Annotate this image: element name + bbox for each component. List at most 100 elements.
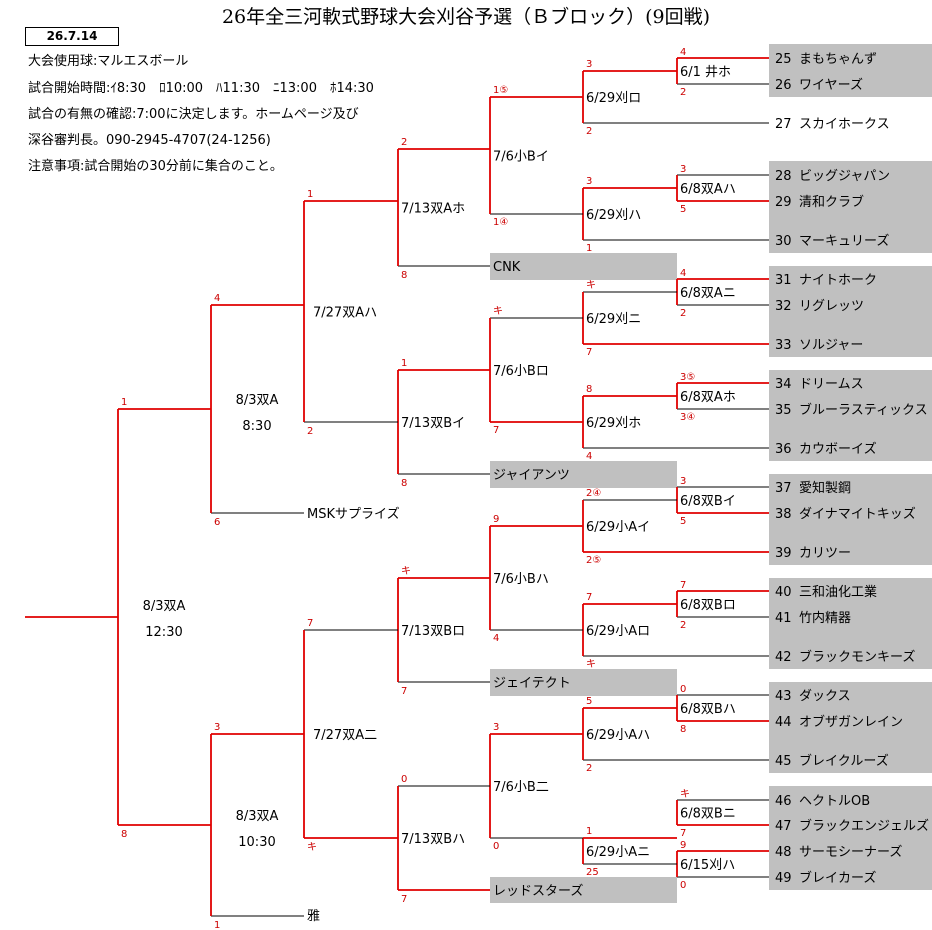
match-label: 7/27双A二 bbox=[313, 728, 377, 743]
team-name: サーモシーナーズ bbox=[799, 844, 902, 860]
score-label: 4 bbox=[680, 47, 686, 58]
score-label: 0 bbox=[680, 880, 686, 891]
score-label: キ bbox=[401, 566, 411, 577]
match-label: 7/6小Bイ bbox=[493, 150, 549, 165]
score-label: 3 bbox=[680, 476, 686, 487]
match-label: 7/27双Aハ bbox=[313, 306, 377, 321]
match-label: 6/29刈ハ bbox=[586, 208, 641, 223]
score-label: 1 bbox=[307, 189, 313, 200]
team-name: カリツー bbox=[799, 546, 851, 561]
team-box-group bbox=[769, 266, 932, 357]
score-label: 3 bbox=[680, 164, 686, 175]
score-label: 1 bbox=[401, 358, 407, 369]
score-label: 2 bbox=[307, 426, 313, 437]
match-label: 6/8双Bハ bbox=[680, 702, 736, 717]
match-label: 7/13双Aホ bbox=[401, 202, 465, 217]
seed-team-miyabi: 雅 bbox=[307, 909, 320, 924]
seed-box bbox=[490, 253, 677, 280]
score-label: 8 bbox=[680, 724, 686, 735]
team-number: 33 bbox=[775, 338, 792, 353]
score-label: 7 bbox=[401, 894, 407, 905]
score-label: 2 bbox=[680, 87, 686, 98]
score-label: 3 bbox=[493, 722, 499, 733]
score-label: 3⑤ bbox=[680, 372, 695, 383]
team-box-group bbox=[769, 682, 932, 773]
match-label: 7/6小Bハ bbox=[493, 572, 549, 587]
team-name: ダックス bbox=[799, 689, 851, 704]
match-label: 6/8双Aホ bbox=[680, 390, 736, 405]
team-number: 45 bbox=[775, 754, 792, 769]
score-label: 2 bbox=[401, 137, 407, 148]
match-label: 6/29刈ロ bbox=[586, 91, 641, 106]
team-box-group bbox=[769, 161, 932, 253]
team-number: 26 bbox=[775, 78, 792, 93]
team-name: まもちゃんず bbox=[799, 52, 877, 67]
score-label: 2 bbox=[680, 308, 686, 319]
team-name: スカイホークス bbox=[799, 117, 890, 132]
score-label: 6 bbox=[214, 517, 220, 528]
score-label: 4 bbox=[680, 268, 686, 279]
match-label: 6/29小Aハ bbox=[586, 728, 650, 743]
match-label: 7/13双Bハ bbox=[401, 832, 465, 847]
team-name: カウボーイズ bbox=[799, 441, 877, 457]
score-label: 0 bbox=[401, 774, 407, 785]
score-label: 3 bbox=[586, 176, 592, 187]
team-name: リグレッツ bbox=[799, 299, 864, 314]
team-box-group bbox=[769, 44, 932, 97]
score-label: 2⑤ bbox=[586, 555, 601, 566]
seed-team-jtect: ジェイテクト bbox=[493, 676, 571, 691]
team-name: ヘクトルOB bbox=[799, 794, 870, 809]
team-number: 44 bbox=[775, 715, 792, 730]
score-label: 8 bbox=[121, 829, 127, 840]
score-label: 2④ bbox=[586, 488, 601, 499]
score-label: キ bbox=[586, 280, 596, 291]
score-label: 1④ bbox=[493, 217, 508, 228]
team-name: ブルーラスティックス bbox=[799, 402, 928, 418]
score-label: 7 bbox=[680, 580, 686, 591]
team-number: 46 bbox=[775, 794, 792, 809]
score-label: 0 bbox=[680, 684, 686, 695]
team-number: 35 bbox=[775, 403, 792, 418]
team-name: ナイトホーク bbox=[799, 273, 877, 288]
score-label: 4 bbox=[214, 293, 220, 304]
score-label: 7 bbox=[680, 828, 686, 839]
score-label: 1 bbox=[586, 243, 592, 254]
team-name: ソルジャー bbox=[799, 338, 863, 353]
match-label: 7/6小B二 bbox=[493, 780, 549, 795]
team-name: ブレイカーズ bbox=[799, 870, 876, 886]
score-label: 9 bbox=[680, 840, 686, 851]
seed-box bbox=[490, 669, 677, 696]
score-label: 7 bbox=[586, 347, 592, 358]
score-label: 2 bbox=[680, 620, 686, 631]
score-label: キ bbox=[307, 842, 317, 853]
match-label: 7/13双Bロ bbox=[401, 624, 465, 639]
score-label: 5 bbox=[586, 696, 592, 707]
team-number: 29 bbox=[775, 195, 792, 210]
match-label: 6/8双Aニ bbox=[680, 286, 736, 301]
score-label: 1 bbox=[121, 397, 127, 408]
score-label: 2 bbox=[586, 126, 592, 137]
seed-team-redstars: レッドスターズ bbox=[493, 883, 583, 899]
team-name: オブザガンレイン bbox=[799, 714, 903, 730]
team-number: 31 bbox=[775, 273, 792, 288]
team-number: 30 bbox=[775, 234, 792, 249]
page-title: 26年全三河軟式野球大会刈谷予選（Ｂブロック）(9回戦) bbox=[221, 6, 711, 28]
team-name: 竹内精器 bbox=[799, 610, 851, 626]
info-confirm: 試合の有無の確認:7:00に決定します。ホームページ及び bbox=[28, 107, 359, 122]
match-label: 6/29小Aニ bbox=[586, 845, 650, 860]
seed-team-cnk: CNK bbox=[493, 260, 521, 275]
seed-box bbox=[490, 877, 677, 903]
score-label: 1 bbox=[586, 826, 592, 837]
score-label: 3 bbox=[214, 722, 220, 733]
final-time: 12:30 bbox=[145, 625, 182, 640]
score-label: キ bbox=[586, 659, 596, 670]
team-number: 40 bbox=[775, 585, 792, 600]
seed-team-msk: MSKサプライズ bbox=[307, 506, 400, 522]
info-ball: 大会使用球:マルエスボール bbox=[28, 54, 189, 69]
team-name: ブラックモンキーズ bbox=[799, 649, 915, 665]
match-label: 6/8双Bニ bbox=[680, 807, 736, 822]
match-label: 6/29小Aロ bbox=[586, 624, 650, 639]
team-number: 48 bbox=[775, 845, 792, 860]
team-name: 清和クラブ bbox=[799, 194, 864, 210]
score-label: 1⑤ bbox=[493, 85, 508, 96]
